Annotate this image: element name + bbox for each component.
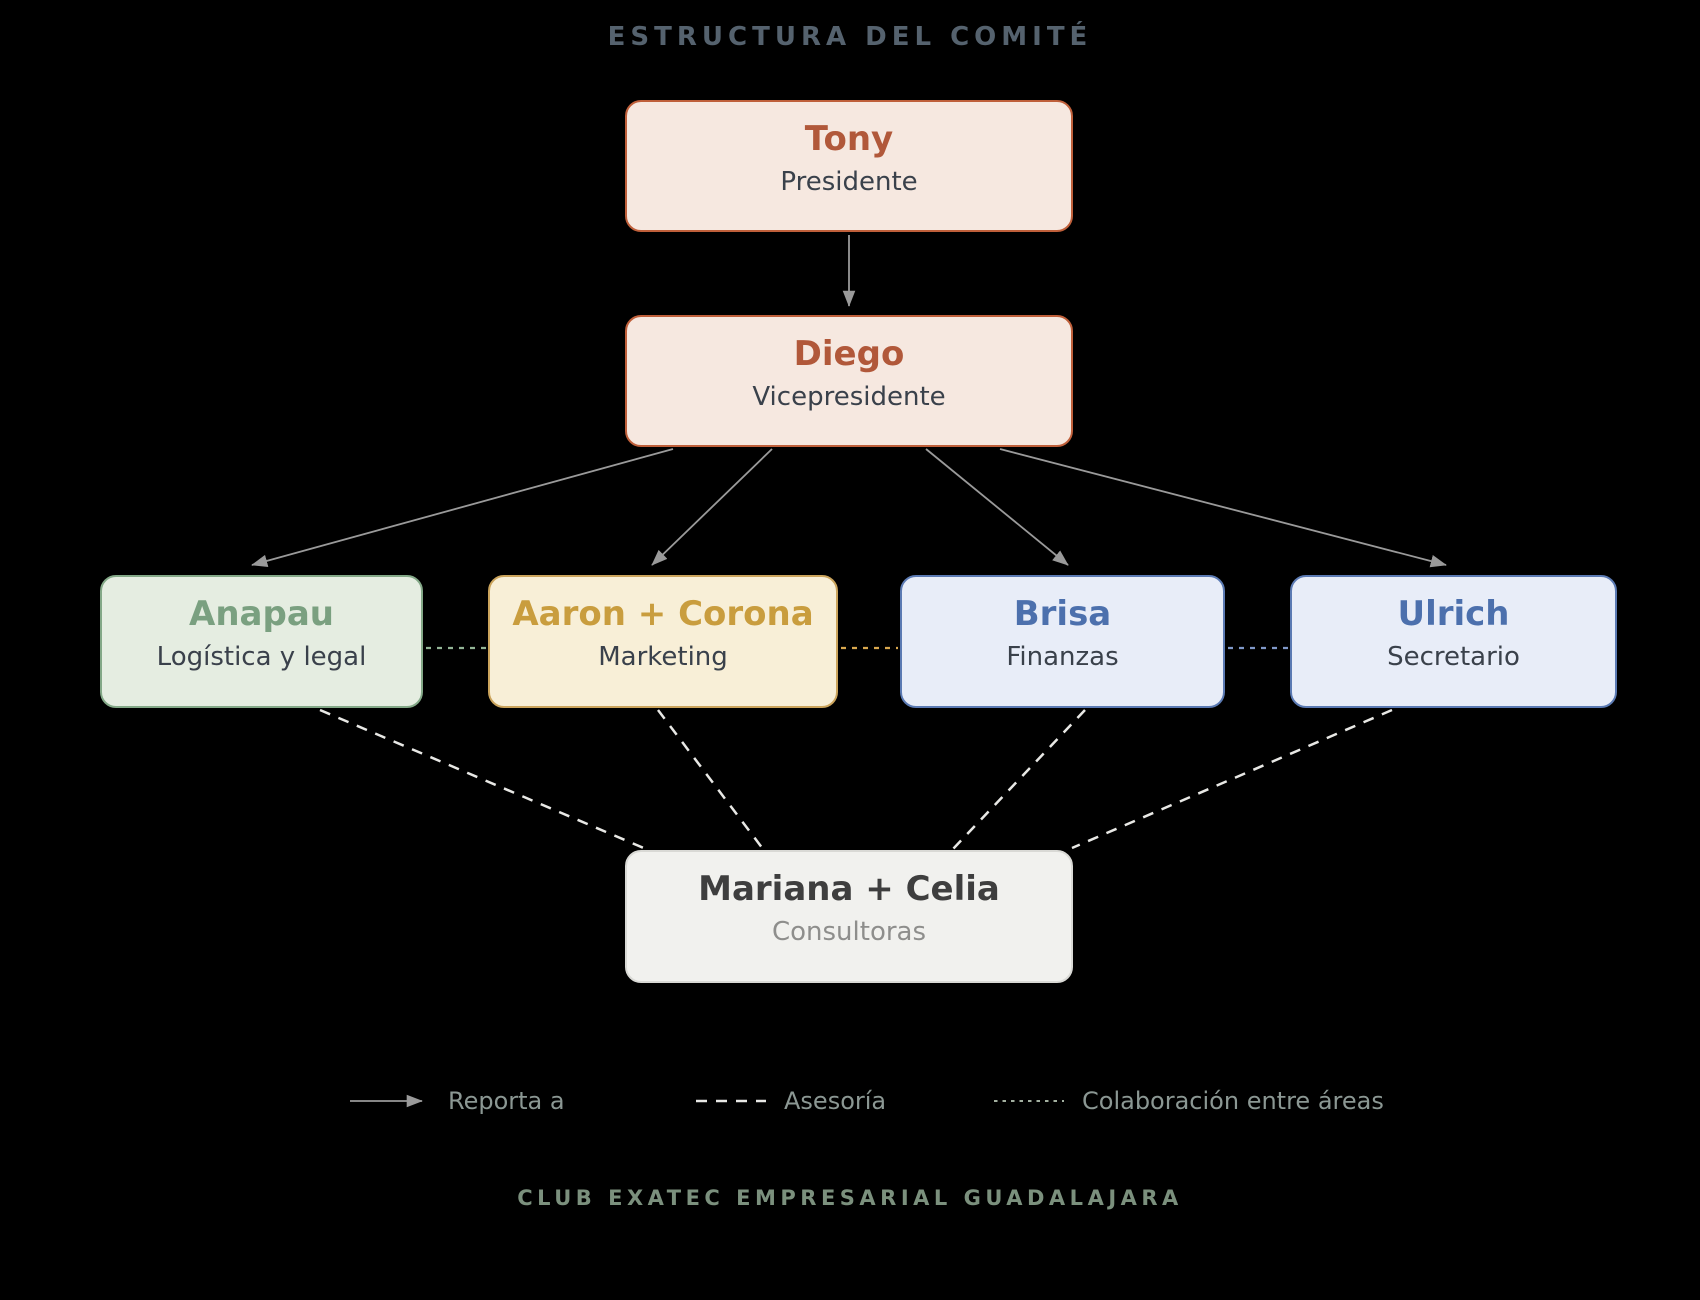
node-vicepresident: Diego Vicepresidente: [625, 315, 1073, 447]
node-secretary-name: Ulrich: [1397, 594, 1510, 634]
report-arrow-vicepresident-to-marketing: [651, 448, 773, 566]
footer-org-name: CLUB EXATEC EMPRESARIAL GUADALAJARA: [517, 1186, 1183, 1210]
advisory-line-marketing-consultants: [657, 709, 764, 850]
report-arrow-vicepresident-to-logistics: [251, 448, 674, 568]
report-arrow-vicepresident-to-finance: [925, 448, 1069, 566]
report-arrow-vicepresident-to-secretary: [999, 448, 1447, 568]
legend-advisory-label: Asesoría: [784, 1087, 887, 1115]
advisory-line-sample-icon: [696, 1099, 766, 1103]
node-logistics-name: Anapau: [189, 594, 334, 634]
node-president-name: Tony: [804, 119, 894, 159]
collaboration-line-sample-icon: [994, 1100, 1064, 1102]
advisory-line-logistics-consultants: [319, 708, 647, 851]
node-logistics: Anapau Logística y legal: [100, 575, 423, 708]
node-finance-name: Brisa: [1013, 594, 1112, 634]
legend-item-reports: Reporta a: [348, 1084, 565, 1118]
node-consultants-name: Mariana + Celia: [698, 869, 1000, 909]
node-marketing-role: Marketing: [598, 642, 728, 673]
node-president-role: Presidente: [780, 167, 918, 198]
legend-reports-label: Reporta a: [448, 1087, 565, 1115]
node-marketing-name: Aaron + Corona: [512, 594, 814, 634]
node-finance: Brisa Finanzas: [900, 575, 1225, 708]
node-logistics-role: Logística y legal: [156, 642, 367, 673]
node-vicepresident-role: Vicepresidente: [752, 382, 946, 413]
advisory-line-secretary-consultants: [1071, 708, 1393, 850]
page-title: ESTRUCTURA DEL COMITÉ: [607, 22, 1093, 52]
node-marketing: Aaron + Corona Marketing: [488, 575, 838, 708]
node-consultants-role: Consultoras: [771, 917, 927, 948]
legend-item-advisory: Asesoría: [694, 1084, 886, 1118]
legend-item-collaboration: Colaboración entre áreas: [992, 1084, 1384, 1118]
node-president: Tony Presidente: [625, 100, 1073, 232]
legend-collaboration-label: Colaboración entre áreas: [1082, 1087, 1384, 1115]
node-vicepresident-name: Diego: [793, 334, 905, 374]
node-consultants: Mariana + Celia Consultoras: [625, 850, 1073, 983]
node-secretary: Ulrich Secretario: [1290, 575, 1617, 708]
advisory-line-finance-consultants: [952, 709, 1086, 850]
node-secretary-role: Secretario: [1387, 642, 1520, 673]
node-finance-role: Finanzas: [1006, 642, 1119, 673]
report-line-sample-icon: [350, 1094, 423, 1108]
